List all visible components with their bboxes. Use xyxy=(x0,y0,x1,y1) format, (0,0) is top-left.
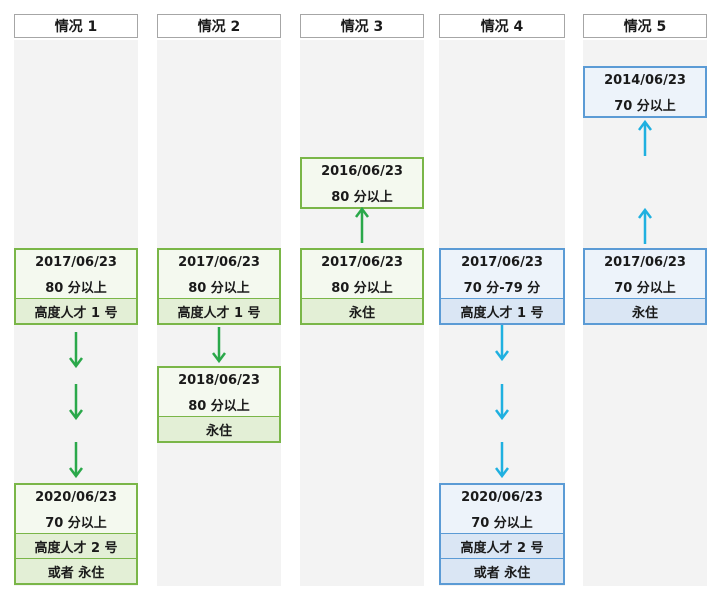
case5-header: 情况 5 xyxy=(583,14,707,38)
down-arrow-icon xyxy=(69,442,83,479)
date-label: 2017/06/23 xyxy=(461,254,543,270)
down-arrow-icon xyxy=(212,327,226,364)
status-label: 高度人才 1 号 xyxy=(16,298,136,323)
down-arrow-icon xyxy=(495,325,509,362)
status-label: 高度人才 2 号 xyxy=(16,533,136,558)
case3-start-box: 2017/06/23 80 分以上 永住 xyxy=(300,248,424,325)
date-label: 2017/06/23 xyxy=(35,254,117,270)
date-label: 2017/06/23 xyxy=(178,254,260,270)
down-arrow-icon xyxy=(495,442,509,479)
score-label: 70 分以上 xyxy=(614,280,676,296)
case4-header: 情况 4 xyxy=(439,14,565,38)
down-arrow-icon xyxy=(69,384,83,421)
case2-end-box: 2018/06/23 80 分以上 永住 xyxy=(157,366,281,443)
status-label: 永住 xyxy=(585,298,705,323)
score-label: 80 分以上 xyxy=(188,280,250,296)
date-label: 2017/06/23 xyxy=(321,254,403,270)
score-label: 80 分以上 xyxy=(188,398,250,414)
case5-start-box: 2017/06/23 70 分以上 永住 xyxy=(583,248,707,325)
up-arrow-icon xyxy=(638,207,652,244)
score-label: 70 分以上 xyxy=(614,98,676,114)
status-label: 永住 xyxy=(159,416,279,441)
case1-end-box: 2020/06/23 70 分以上 高度人才 2 号 或者 永住 xyxy=(14,483,138,585)
status-label: 高度人才 1 号 xyxy=(159,298,279,323)
up-arrow-icon xyxy=(355,206,369,243)
case4-start-box: 2017/06/23 70 分-79 分 高度人才 1 号 xyxy=(439,248,565,325)
status-label: 或者 永住 xyxy=(441,558,563,583)
status-label: 高度人才 2 号 xyxy=(441,533,563,558)
score-label: 70 分以上 xyxy=(471,515,533,531)
case3-earlier-box: 2016/06/23 80 分以上 xyxy=(300,157,424,209)
date-label: 2020/06/23 xyxy=(461,489,543,505)
status-label: 永住 xyxy=(302,298,422,323)
case3-header: 情况 3 xyxy=(300,14,424,38)
score-label: 80 分以上 xyxy=(45,280,107,296)
case1-header: 情况 1 xyxy=(14,14,138,38)
status-label: 或者 永住 xyxy=(16,558,136,583)
score-label: 80 分以上 xyxy=(331,189,393,205)
date-label: 2020/06/23 xyxy=(35,489,117,505)
date-label: 2018/06/23 xyxy=(178,372,260,388)
down-arrow-icon xyxy=(495,384,509,421)
up-arrow-icon xyxy=(638,119,652,156)
case5-earlier-box: 2014/06/23 70 分以上 xyxy=(583,66,707,118)
date-label: 2014/06/23 xyxy=(604,72,686,88)
status-label: 高度人才 1 号 xyxy=(441,298,563,323)
score-label: 70 分-79 分 xyxy=(463,280,541,296)
case1-start-box: 2017/06/23 80 分以上 高度人才 1 号 xyxy=(14,248,138,325)
case2-start-box: 2017/06/23 80 分以上 高度人才 1 号 xyxy=(157,248,281,325)
score-label: 70 分以上 xyxy=(45,515,107,531)
down-arrow-icon xyxy=(69,332,83,369)
case2-header: 情况 2 xyxy=(157,14,281,38)
score-label: 80 分以上 xyxy=(331,280,393,296)
date-label: 2016/06/23 xyxy=(321,163,403,179)
date-label: 2017/06/23 xyxy=(604,254,686,270)
case4-end-box: 2020/06/23 70 分以上 高度人才 2 号 或者 永住 xyxy=(439,483,565,585)
